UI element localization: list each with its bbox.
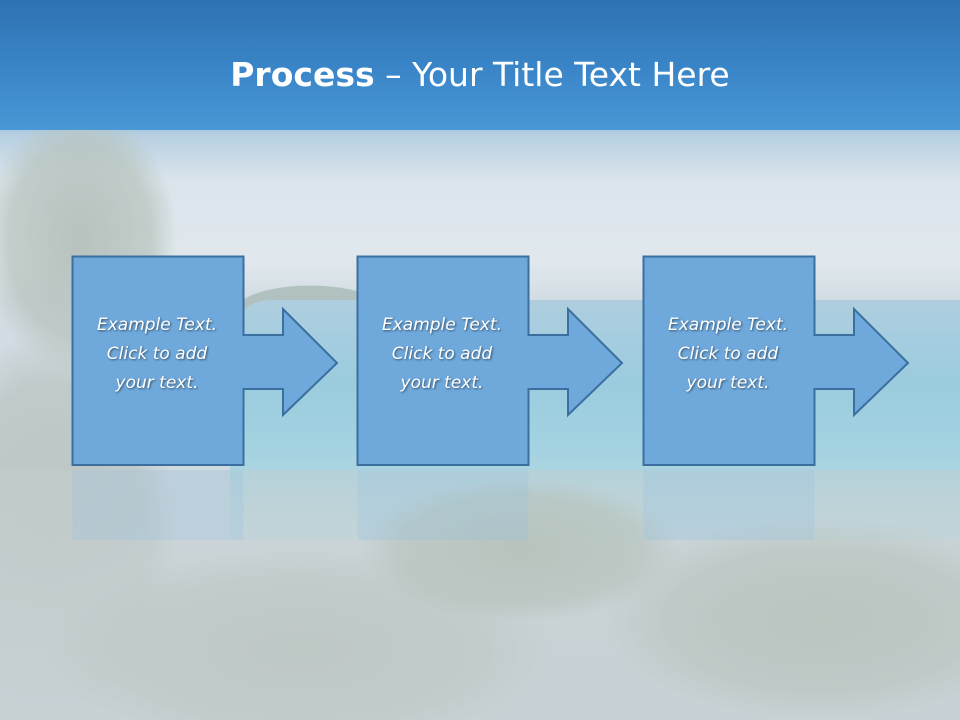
step-reflection-3 bbox=[642, 470, 882, 540]
step-reflection-1 bbox=[71, 470, 311, 540]
step-arrow-shape-3 bbox=[642, 255, 910, 466]
step-arrow-shape-2 bbox=[356, 255, 624, 466]
background-foliage-bottom bbox=[0, 470, 960, 720]
title-rest-text: – Your Title Text Here bbox=[374, 55, 730, 94]
step-text-3: Example Text. Click to add your text. bbox=[667, 315, 789, 393]
process-step-1[interactable]: Example Text. Click to add your text. bbox=[71, 255, 339, 467]
step-text-2: Example Text. Click to add your text. bbox=[381, 315, 503, 393]
process-step-2[interactable]: Example Text. Click to add your text. bbox=[356, 255, 624, 467]
slide-title[interactable]: Process – Your Title Text Here bbox=[0, 52, 960, 98]
step-text-1: Example Text. Click to add your text. bbox=[96, 315, 218, 393]
process-step-3[interactable]: Example Text. Click to add your text. bbox=[642, 255, 910, 467]
title-bar: Process – Your Title Text Here bbox=[0, 0, 960, 130]
title-bold-text: Process bbox=[230, 55, 375, 94]
step-reflection-2 bbox=[356, 470, 596, 540]
step-arrow-shape-1 bbox=[71, 255, 339, 466]
